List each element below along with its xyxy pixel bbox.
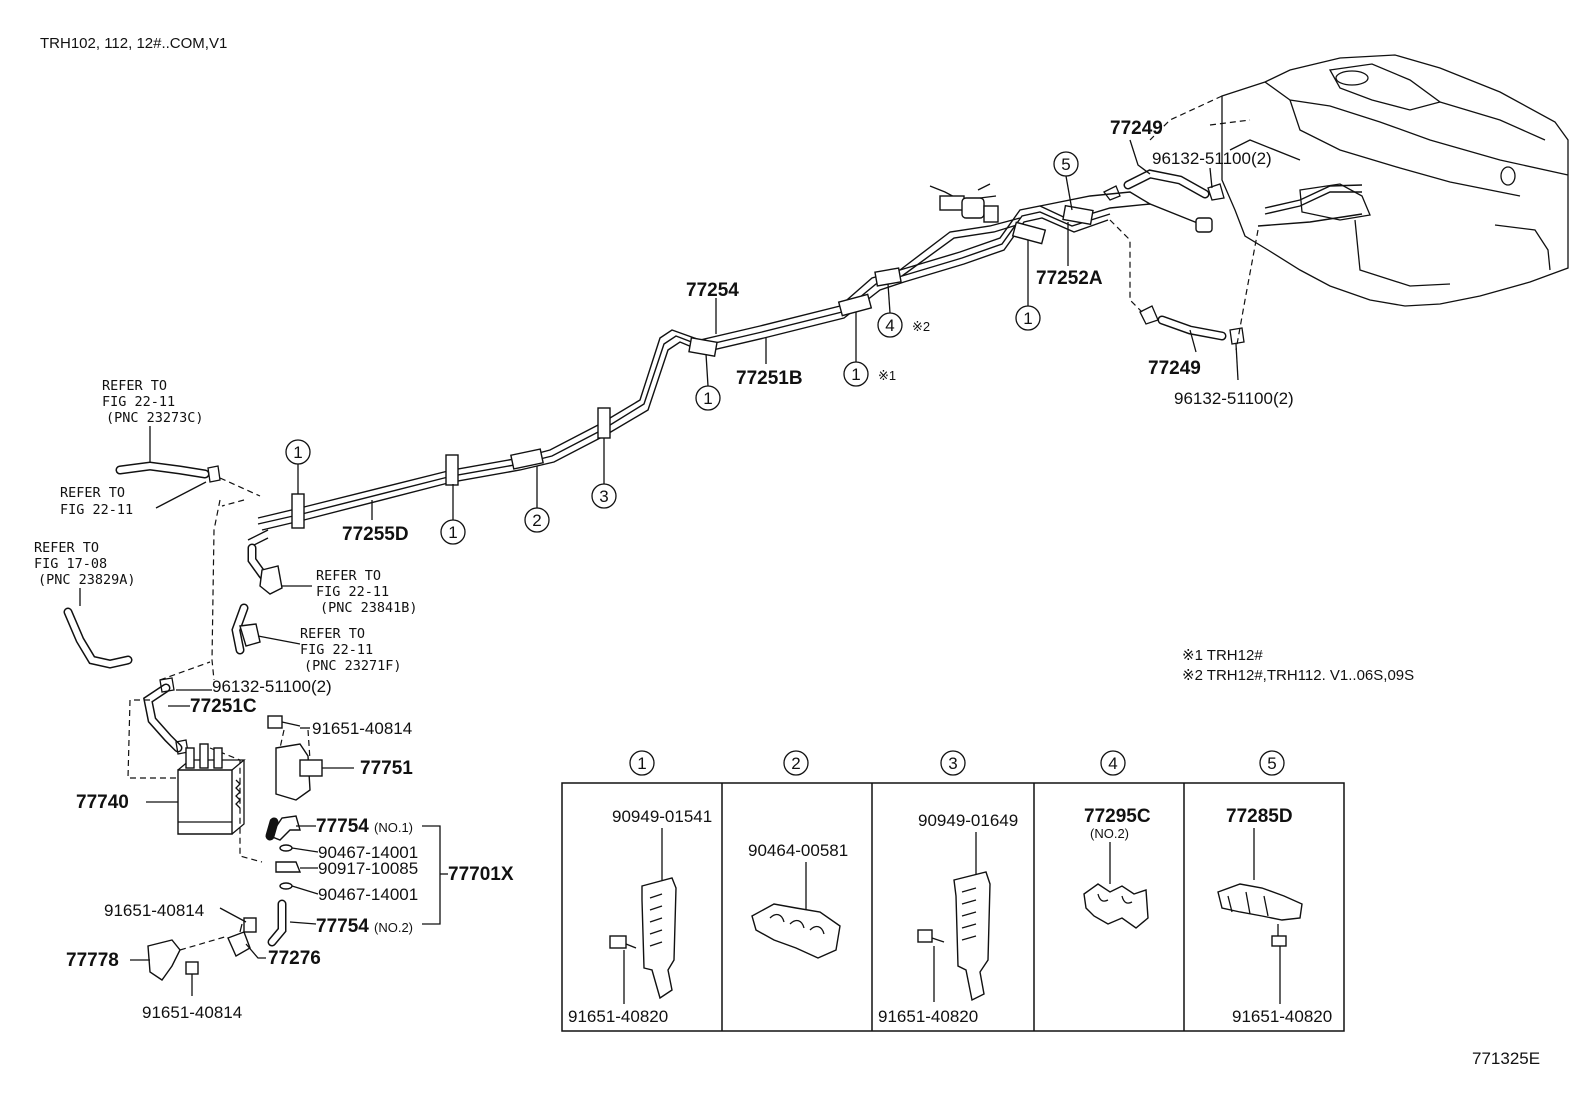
hose-left-lower — [63, 607, 133, 669]
label-77276: 77276 — [268, 948, 321, 969]
svg-text:FIG 22-11: FIG 22-11 — [300, 642, 373, 658]
figure-id: 771325E — [1472, 1049, 1540, 1068]
label-96132-left: 96132-51100(2) — [212, 677, 332, 696]
label-91651-40814-a: 91651-40814 — [312, 719, 412, 738]
svg-text:FIG 17-08: FIG 17-08 — [34, 556, 107, 572]
label-77701X: 77701X — [448, 864, 514, 885]
svg-text:REFER TO: REFER TO — [102, 378, 167, 394]
svg-text:(PNC 23829A): (PNC 23829A) — [38, 572, 136, 588]
label-77254: 77254 — [686, 280, 739, 301]
charcoal-canister — [146, 743, 246, 835]
label-96132-right: 96132-51100(2) — [1174, 389, 1294, 408]
bolt-91651-40814-a — [267, 715, 310, 729]
bracket-77751 — [275, 729, 354, 801]
svg-text:FIG 22-11: FIG 22-11 — [60, 502, 133, 518]
label-77251C: 77251C — [190, 696, 257, 717]
part-77276 — [227, 923, 266, 959]
svg-text:1: 1 — [703, 389, 712, 408]
svg-text:FIG 22-11: FIG 22-11 — [102, 394, 175, 410]
cell1-top: 90949-01541 — [612, 807, 712, 826]
cell1-bottom: 91651-40820 — [568, 1007, 668, 1026]
label-90917: 90917-10085 — [318, 859, 418, 878]
svg-text:REFER TO: REFER TO — [34, 540, 99, 556]
svg-text:3: 3 — [599, 487, 608, 506]
table-header-4: 4 — [1108, 754, 1117, 773]
svg-text:(NO.1): (NO.1) — [374, 820, 413, 835]
table-header-2: 2 — [791, 754, 800, 773]
svg-text:1: 1 — [1023, 309, 1032, 328]
label-77251B: 77251B — [736, 368, 803, 389]
table-header-5: 5 — [1267, 754, 1276, 773]
label-77249-top: 77249 — [1110, 118, 1163, 139]
callouts: 1 1 2 3 1 1 4 1 5 — [285, 151, 1079, 545]
svg-text:4: 4 — [885, 316, 894, 335]
cell4-top: 77295C — [1084, 806, 1151, 827]
table-header-1: 1 — [637, 754, 646, 773]
svg-text:※1: ※1 — [878, 368, 896, 383]
cell5-bottom: 91651-40820 — [1232, 1007, 1332, 1026]
label-90467-a: 90467-14001 — [318, 843, 418, 862]
hose-left-upper — [115, 461, 221, 483]
label-91651-40814-b: 91651-40814 — [104, 901, 204, 920]
cell4-note: (NO.2) — [1090, 826, 1129, 841]
label-77754-no2: 77754 — [316, 916, 369, 937]
svg-text:1: 1 — [448, 523, 457, 542]
hose-77249-top — [1103, 139, 1225, 201]
label-90467-b: 90467-14001 — [318, 885, 418, 904]
cell3-top: 90949-01649 — [918, 811, 1018, 830]
svg-text:1: 1 — [851, 365, 860, 384]
refer-3: REFER TO FIG 17-08 (PNC 23829A) — [34, 540, 136, 606]
svg-text:(PNC 23273C): (PNC 23273C) — [106, 410, 204, 426]
label-77751: 77751 — [360, 758, 413, 779]
refer-2: REFER TO FIG 22-11 — [60, 481, 207, 518]
refer-1: REFER TO FIG 22-11 (PNC 23273C) — [102, 378, 204, 462]
label-77754-no1: 77754 — [316, 816, 369, 837]
svg-text:2: 2 — [532, 511, 541, 530]
label-77249-bottom: 77249 — [1148, 358, 1201, 379]
svg-text:REFER TO: REFER TO — [300, 626, 365, 642]
label-77740: 77740 — [76, 792, 129, 813]
svg-text:(PNC 23841B): (PNC 23841B) — [320, 600, 418, 616]
label-96132-top: 96132-51100(2) — [1152, 149, 1272, 168]
cell5-top: 77285D — [1226, 806, 1293, 827]
label-91651-40814-c: 91651-40814 — [142, 1003, 242, 1022]
model-code: TRH102, 112, 12#..COM,V1 — [40, 35, 227, 52]
svg-text:REFER TO: REFER TO — [316, 568, 381, 584]
cell3-bottom: 91651-40820 — [878, 1007, 978, 1026]
hose-77249-bottom — [1139, 305, 1245, 381]
svg-text:(NO.2): (NO.2) — [374, 920, 413, 935]
cell2-top: 90464-00581 — [748, 841, 848, 860]
label-77252A: 77252A — [1036, 268, 1103, 289]
svg-text:FIG 22-11: FIG 22-11 — [316, 584, 389, 600]
svg-text:※2: ※2 — [912, 319, 930, 334]
svg-text:REFER TO: REFER TO — [60, 485, 125, 501]
note-1: ※1 TRH12# — [1182, 647, 1263, 664]
clamp-table: 1 2 3 4 5 90949-01541 91651-40820 90464-… — [561, 750, 1345, 1032]
svg-text:5: 5 — [1061, 155, 1070, 174]
main-fuel-pipe-bundle — [247, 191, 1201, 549]
table-header-3: 3 — [948, 754, 957, 773]
svg-text:(PNC 23271F): (PNC 23271F) — [304, 658, 402, 674]
refer-4: REFER TO FIG 22-11 (PNC 23841B) — [316, 568, 418, 616]
svg-text:1: 1 — [293, 443, 302, 462]
refer-5: REFER TO FIG 22-11 (PNC 23271F) — [300, 626, 402, 674]
bracket-77778 — [130, 939, 181, 981]
pipe-clamps — [291, 204, 1094, 529]
label-77778: 77778 — [66, 950, 119, 971]
label-77255D: 77255D — [342, 524, 409, 545]
note-2: ※2 TRH12#,TRH112. V1..06S,09S — [1182, 667, 1414, 684]
fuel-tank — [1149, 54, 1569, 351]
